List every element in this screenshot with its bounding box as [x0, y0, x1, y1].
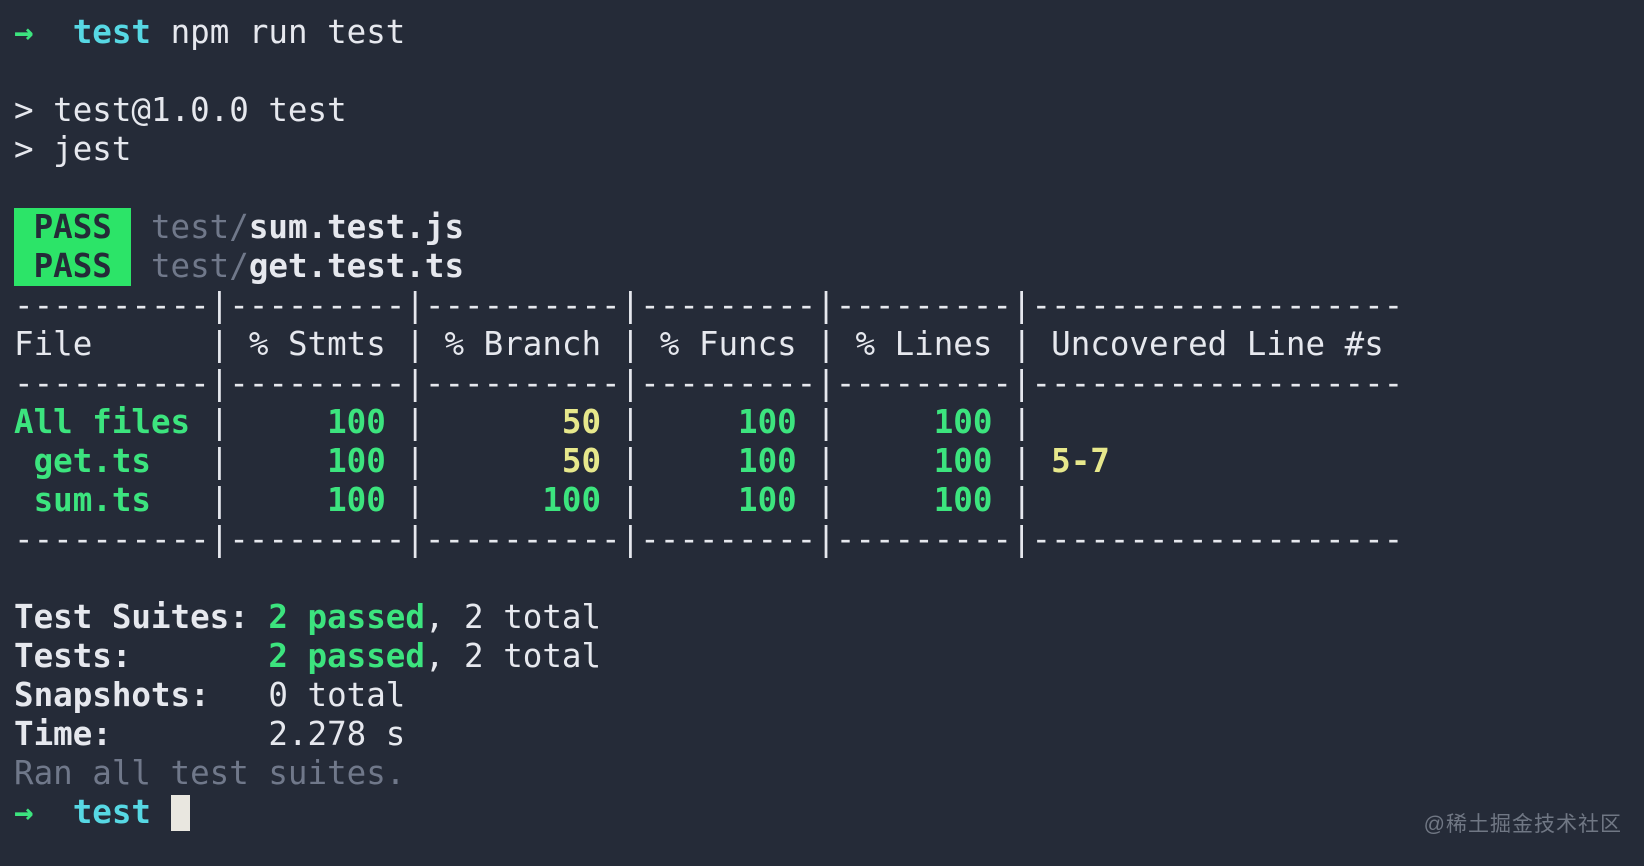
badge-gap — [131, 208, 151, 246]
lines-cell: 100 — [835, 403, 1012, 441]
pass-line: PASS test/get.test.ts — [14, 247, 1644, 286]
watermark: @稀土掘金技术社区 — [1423, 813, 1622, 836]
column-separator: | — [620, 481, 641, 519]
file-cell: sum.ts — [14, 481, 210, 519]
summary-label: Snapshots: — [14, 676, 269, 714]
badge-gap — [131, 247, 151, 285]
column-separator: | — [405, 403, 425, 441]
summary-label: Tests: — [14, 637, 269, 675]
pass-badge: PASS — [14, 247, 132, 286]
terminal-cursor — [170, 795, 190, 831]
column-separator: | — [405, 481, 425, 519]
funcs-cell: 100 — [640, 403, 817, 441]
test-file-name: get.test.ts — [248, 247, 465, 285]
jest-command: > jest — [14, 130, 132, 168]
column-separator: | — [209, 481, 230, 519]
prompt-spacer — [34, 13, 73, 51]
run-footer-line: Ran all test suites. — [14, 754, 1644, 793]
column-separator: | — [209, 442, 230, 480]
uncovered-cell: 5-7 — [1031, 442, 1110, 480]
stmts-cell: 100 — [229, 481, 406, 519]
blank-line — [14, 559, 1644, 598]
column-separator: | — [405, 442, 425, 480]
header-branch-cell: % Branch — [424, 325, 621, 363]
summary-tests-line: Tests: 2 passed, 2 total — [14, 637, 1644, 676]
column-separator: | — [816, 403, 836, 441]
time-value: 2.278 s — [268, 715, 406, 753]
stmts-cell: 100 — [229, 442, 406, 480]
command-text: npm run test — [151, 13, 406, 51]
divider-dashes: ----------|---------|----------|--------… — [14, 364, 1404, 402]
header-funcs-cell: % Funcs — [640, 325, 817, 363]
table-divider: ----------|---------|----------|--------… — [14, 286, 1644, 325]
test-file-dir: test/ — [150, 208, 249, 246]
test-file-name: sum.test.js — [248, 208, 465, 246]
summary-label: Time: — [14, 715, 269, 753]
column-separator: | — [1011, 481, 1032, 519]
passed-count: 2 passed — [268, 637, 425, 675]
file-cell: All files — [14, 403, 210, 441]
file-cell: get.ts — [14, 442, 210, 480]
directory-name: test — [72, 13, 151, 51]
table-divider: ----------|---------|----------|--------… — [14, 520, 1644, 559]
prompt-arrow-icon: → — [14, 13, 34, 51]
header-uncovered-cell: Uncovered Line #s — [1031, 325, 1404, 363]
column-separator: | — [209, 325, 230, 363]
branch-cell: 50 — [424, 442, 621, 480]
passed-count: 2 passed — [268, 598, 425, 636]
funcs-cell: 100 — [640, 442, 817, 480]
table-row-get-ts: get.ts | 100 | 50 | 100 | 100 | 5-7 — [14, 442, 1644, 481]
summary-suites-line: Test Suites: 2 passed, 2 total — [14, 598, 1644, 637]
summary-label: Test Suites: — [14, 598, 269, 636]
directory-name: test — [72, 793, 151, 831]
prompt-line-bottom: → test — [14, 793, 1644, 832]
pass-line: PASS test/sum.test.js — [14, 208, 1644, 247]
blank-line — [14, 169, 1644, 208]
test-file-dir: test/ — [150, 247, 249, 285]
column-separator: | — [620, 325, 641, 363]
column-separator: | — [405, 325, 425, 363]
npm-package-echo-line: > test@1.0.0 test — [14, 91, 1644, 130]
stmts-cell: 100 — [229, 403, 406, 441]
lines-cell: 100 — [835, 442, 1012, 480]
header-stmts-cell: % Stmts — [229, 325, 406, 363]
column-separator: | — [816, 481, 836, 519]
column-separator: | — [816, 325, 836, 363]
prompt-spacer — [34, 793, 73, 831]
summary-time-line: Time: 2.278 s — [14, 715, 1644, 754]
divider-dashes: ----------|---------|----------|--------… — [14, 520, 1404, 558]
summary-snapshots-line: Snapshots: 0 total — [14, 676, 1644, 715]
lines-cell: 100 — [835, 481, 1012, 519]
table-divider: ----------|---------|----------|--------… — [14, 364, 1644, 403]
prompt-arrow-icon: → — [14, 793, 34, 831]
table-row-sum-ts: sum.ts | 100 | 100 | 100 | 100 | — [14, 481, 1644, 520]
funcs-cell: 100 — [640, 481, 817, 519]
column-separator: | — [209, 403, 230, 441]
table-row-all-files: All files | 100 | 50 | 100 | 100 | — [14, 403, 1644, 442]
branch-cell: 50 — [424, 403, 621, 441]
prompt-line: → test npm run test — [14, 13, 1644, 52]
prompt-trailing-space — [151, 793, 171, 831]
column-separator: | — [1011, 442, 1032, 480]
column-separator: | — [620, 442, 641, 480]
blank-line — [14, 52, 1644, 91]
snapshots-value: 0 total — [268, 676, 406, 714]
jest-command-line: > jest — [14, 130, 1644, 169]
divider-dashes: ----------|---------|----------|--------… — [14, 286, 1404, 324]
total-count: , 2 total — [424, 637, 602, 675]
header-file-cell: File — [14, 325, 210, 363]
column-separator: | — [1011, 403, 1032, 441]
header-lines-cell: % Lines — [835, 325, 1012, 363]
column-separator: | — [620, 403, 641, 441]
branch-cell: 100 — [424, 481, 621, 519]
total-count: , 2 total — [424, 598, 602, 636]
column-separator: | — [816, 442, 836, 480]
pass-badge: PASS — [14, 208, 132, 247]
run-footer-text: Ran all test suites. — [14, 754, 406, 792]
table-header: File | % Stmts | % Branch | % Funcs | % … — [14, 325, 1644, 364]
column-separator: | — [1011, 325, 1032, 363]
npm-package-echo: > test@1.0.0 test — [14, 91, 347, 129]
